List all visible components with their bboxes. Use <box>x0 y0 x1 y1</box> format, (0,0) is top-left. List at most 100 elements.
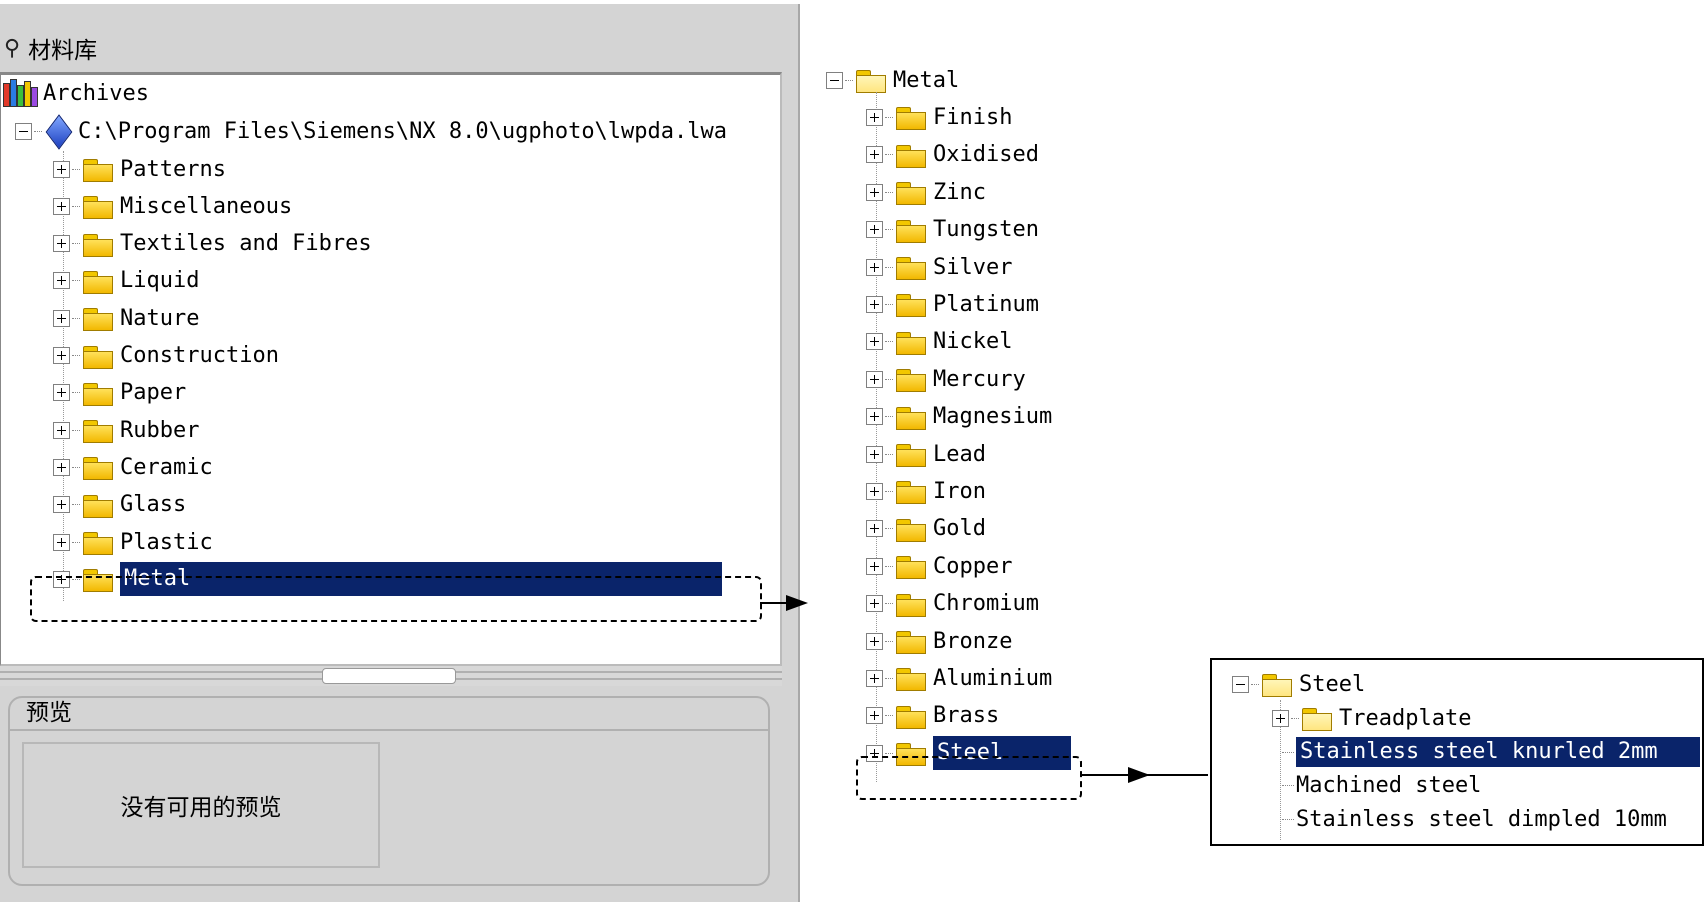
expand-toggle-icon[interactable] <box>53 347 70 364</box>
tree-label: Iron <box>933 478 986 504</box>
tree-node-metal[interactable]: Metal <box>826 62 959 98</box>
expand-toggle-icon[interactable] <box>866 632 883 650</box>
tree-node-patterns[interactable]: Patterns <box>53 151 226 187</box>
tree-node-platinum[interactable]: Platinum <box>866 286 1039 322</box>
expand-toggle-icon[interactable] <box>866 146 883 164</box>
folder-icon <box>895 554 927 580</box>
tree-node-ceramic[interactable]: Ceramic <box>53 449 213 485</box>
folder-icon <box>82 418 114 444</box>
expand-toggle-icon[interactable] <box>866 370 883 388</box>
tree-label: Construction <box>120 343 279 368</box>
tree-node-finish[interactable]: Finish <box>866 99 1012 135</box>
expand-toggle-icon[interactable] <box>866 707 883 725</box>
tree-node-magnesium[interactable]: Magnesium <box>866 399 1052 435</box>
expand-toggle-icon[interactable] <box>53 496 70 514</box>
tree-label: Chromium <box>933 591 1039 617</box>
expand-toggle-icon[interactable] <box>53 533 70 551</box>
tree-node-rubber[interactable]: Rubber <box>53 412 199 448</box>
expand-toggle-icon[interactable] <box>53 160 70 178</box>
expand-toggle-icon[interactable] <box>53 458 70 476</box>
tree-node-archive-file[interactable]: C:\Program Files\Siemens\NX 8.0\ugphoto\… <box>15 113 727 149</box>
expand-toggle-icon[interactable] <box>866 445 883 463</box>
tree-label: Nature <box>120 305 200 331</box>
expand-toggle-icon[interactable] <box>866 333 883 351</box>
tree-label: Aluminium <box>933 665 1053 691</box>
folder-icon <box>82 567 114 593</box>
collapse-toggle-icon[interactable] <box>1232 675 1249 693</box>
expand-toggle-icon[interactable] <box>53 272 70 290</box>
tree-node-paper[interactable]: Paper <box>53 375 186 411</box>
tree-node-glass[interactable]: Glass <box>53 487 186 523</box>
tree-node-lead[interactable]: Lead <box>866 436 986 472</box>
material-item[interactable]: Stainless steel knurled 2mm <box>1280 736 1700 768</box>
material-item[interactable]: Stainless steel dimpled 10mm <box>1280 803 1667 835</box>
material-label: Stainless steel knurled 2mm <box>1296 737 1700 767</box>
tree-node-nickel[interactable]: Nickel <box>866 324 1012 360</box>
expand-toggle-icon[interactable] <box>866 557 883 575</box>
folder-icon <box>895 592 927 617</box>
tree-node-gold[interactable]: Gold <box>866 511 986 547</box>
tree-label: Glass <box>120 492 187 518</box>
expand-toggle-icon[interactable] <box>53 235 70 253</box>
expand-toggle-icon[interactable] <box>866 669 883 687</box>
tree-label: Treadplate <box>1339 705 1472 731</box>
material-item[interactable]: Machined steel <box>1280 770 1481 802</box>
expand-toggle-icon[interactable] <box>866 482 883 500</box>
tree-label: Paper <box>120 380 187 406</box>
expand-toggle-icon[interactable] <box>53 421 70 439</box>
preview-header <box>10 697 768 731</box>
expand-toggle-icon[interactable] <box>866 520 883 538</box>
tree-node-silver[interactable]: Silver <box>866 249 1012 285</box>
tree-node-miscellaneous[interactable]: Miscellaneous <box>53 188 292 224</box>
steel-tree[interactable]: Steel Treadplate Stainless steel knurled… <box>1210 658 1704 846</box>
tree-label: Platinum <box>933 291 1039 317</box>
tree-node-tungsten[interactable]: Tungsten <box>866 212 1039 248</box>
tree-node-zinc[interactable]: Zinc <box>866 174 986 210</box>
folder-icon <box>82 530 114 555</box>
tree-label: Steel <box>933 736 1071 771</box>
folder-icon <box>895 180 927 206</box>
expand-toggle-icon[interactable] <box>866 258 883 276</box>
tree-node-metal[interactable]: Metal <box>53 561 722 597</box>
tree-root-archives[interactable]: Archives <box>3 75 149 111</box>
tree-node-oxidised[interactable]: Oxidised <box>866 137 1039 173</box>
expand-toggle-icon[interactable] <box>866 408 883 426</box>
tree-node-copper[interactable]: Copper <box>866 548 1012 584</box>
folder-icon <box>895 255 927 280</box>
folder-icon <box>1301 706 1333 731</box>
tree-node-nature[interactable]: Nature <box>53 300 199 336</box>
expand-toggle-icon[interactable] <box>53 309 70 327</box>
expand-toggle-icon[interactable] <box>53 384 70 402</box>
preview-group <box>8 696 770 886</box>
tree-node-chromium[interactable]: Chromium <box>866 586 1039 622</box>
splitter-handle[interactable] <box>322 668 456 684</box>
expand-toggle-icon[interactable] <box>866 595 883 613</box>
tree-node-iron[interactable]: Iron <box>866 473 986 509</box>
tree-label: Archives <box>43 80 149 106</box>
tree-node-textiles-and-fibres[interactable]: Textiles and Fibres <box>53 226 372 262</box>
collapse-toggle-icon[interactable] <box>826 71 843 89</box>
collapse-toggle-icon[interactable] <box>15 122 32 140</box>
tree-node-plastic[interactable]: Plastic <box>53 524 213 560</box>
tree-node-liquid[interactable]: Liquid <box>53 263 199 299</box>
tree-node-bronze[interactable]: Bronze <box>866 623 1012 659</box>
expand-toggle-icon[interactable] <box>866 221 883 239</box>
tree-label: Patterns <box>120 156 226 182</box>
expand-toggle-icon[interactable] <box>866 295 883 313</box>
expand-toggle-icon[interactable] <box>53 197 70 215</box>
tree-node-brass[interactable]: Brass <box>866 698 999 734</box>
tree-node-construction[interactable]: Construction <box>53 338 279 374</box>
tree-label: Silver <box>933 254 1013 280</box>
expand-toggle-icon[interactable] <box>1272 709 1289 727</box>
tree-node-treadplate[interactable]: Treadplate <box>1272 702 1471 734</box>
expand-toggle-icon[interactable] <box>53 570 70 588</box>
panel-title: ⚲ 材料库 <box>4 30 97 66</box>
tree-node-aluminium[interactable]: Aluminium <box>866 660 1052 696</box>
expand-toggle-icon[interactable] <box>866 108 883 126</box>
library-tree[interactable]: Archives C:\Program Files\Siemens\NX 8.0… <box>0 72 782 666</box>
panel-title-text: 材料库 <box>28 38 98 64</box>
tree-node-mercury[interactable]: Mercury <box>866 361 1026 397</box>
expand-toggle-icon[interactable] <box>866 183 883 201</box>
tree-node-steel[interactable]: Steel <box>1232 668 1365 700</box>
